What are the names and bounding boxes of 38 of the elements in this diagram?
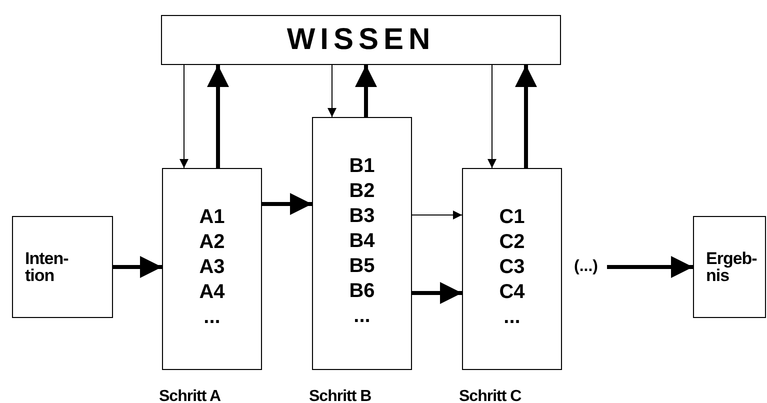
node-label: A2 xyxy=(199,232,225,252)
node-label: B2 xyxy=(349,181,375,201)
arrow xyxy=(355,65,377,117)
step-caption: Schritt B xyxy=(309,388,372,403)
node-label: ... xyxy=(354,306,370,326)
arrow xyxy=(113,256,162,278)
arrow xyxy=(412,210,462,220)
arrow xyxy=(412,282,462,304)
arrow xyxy=(207,65,229,168)
node-label: ... xyxy=(504,306,520,326)
arrow xyxy=(515,65,537,168)
node-label: Inten- tion xyxy=(25,250,70,284)
process-box xyxy=(12,216,113,318)
node-label: C3 xyxy=(499,256,525,276)
ellipsis-label: (...) xyxy=(574,259,598,275)
node-label: C2 xyxy=(499,232,525,252)
node-label: A3 xyxy=(199,256,225,276)
arrow xyxy=(262,193,312,215)
node-label: B3 xyxy=(349,206,375,226)
node-label: B1 xyxy=(349,156,375,176)
arrow xyxy=(180,64,188,168)
node-label: C1 xyxy=(499,206,525,226)
arrow xyxy=(488,64,496,168)
process-box xyxy=(693,216,766,318)
node-label: B5 xyxy=(349,256,375,276)
step-caption: Schritt A xyxy=(159,388,221,403)
arrow xyxy=(607,256,693,278)
step-caption: Schritt C xyxy=(459,388,522,403)
node-label: A4 xyxy=(199,282,225,302)
knowledge-box xyxy=(161,15,561,65)
node-label: ... xyxy=(204,306,220,326)
node-label: C4 xyxy=(499,282,525,302)
node-label: B4 xyxy=(349,231,375,251)
box-title: WISSEN xyxy=(286,25,436,55)
node-label: Ergeb- nis xyxy=(706,250,758,284)
node-label: A1 xyxy=(199,206,225,226)
arrow xyxy=(328,64,336,118)
node-label: B6 xyxy=(349,281,375,301)
